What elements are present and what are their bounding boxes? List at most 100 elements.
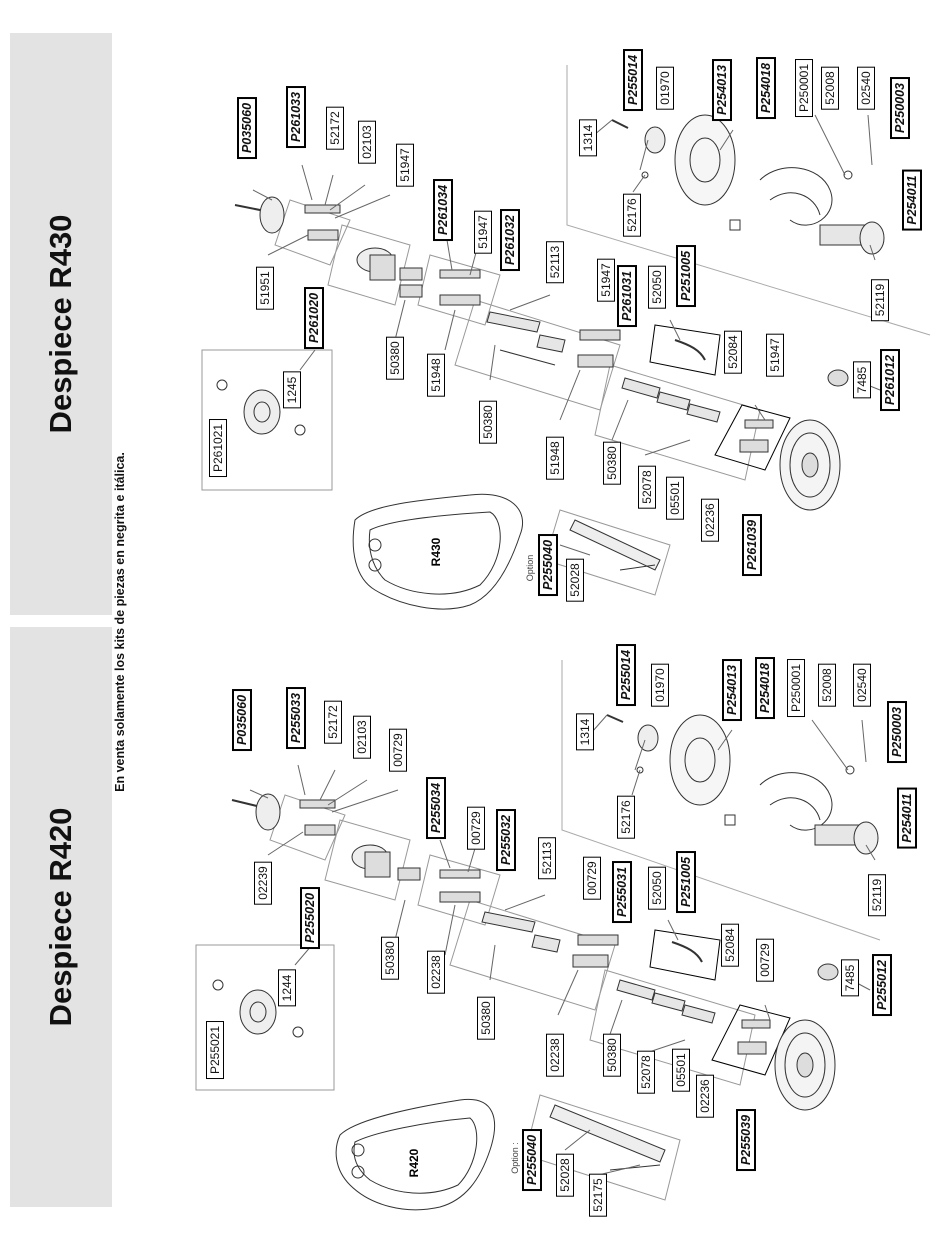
part-label: 02238 <box>427 950 445 994</box>
part-label: 52084 <box>724 330 742 374</box>
r420-hub <box>351 844 481 903</box>
part-label: 52084 <box>721 923 739 967</box>
part-label: 50380 <box>603 441 621 485</box>
part-label: 52176 <box>617 795 635 839</box>
part-label: P250003 <box>890 76 910 140</box>
part-label: P261032 <box>500 208 520 272</box>
part-label: 00729 <box>756 938 774 982</box>
r430-caster <box>827 369 849 387</box>
part-label: 51947 <box>474 210 492 254</box>
r420-reel-upper <box>606 714 879 855</box>
r420-drum <box>774 1019 836 1111</box>
part-label: 51948 <box>546 436 564 480</box>
part-label: P250003 <box>887 700 907 764</box>
part-label: P261012 <box>880 348 900 412</box>
r420-hub-box <box>324 819 411 901</box>
r430-assembly: R430 <box>201 65 931 610</box>
part-label: 1244 <box>278 969 296 1007</box>
part-label: P254018 <box>755 656 775 720</box>
r430-reel-upper <box>611 114 885 255</box>
r430-lower-tube-box <box>594 364 761 481</box>
r420-clip <box>671 941 703 963</box>
part-label: 52078 <box>637 1050 655 1094</box>
r420-clip-box <box>649 929 721 981</box>
part-label: P254011 <box>897 787 917 849</box>
part-label: 51947 <box>597 258 615 302</box>
r420-caster <box>817 963 839 981</box>
part-label: 52028 <box>566 558 584 602</box>
part-label: 1314 <box>576 713 594 751</box>
r430-small-wheel <box>216 379 306 436</box>
part-label: 02540 <box>857 66 875 110</box>
part-label: P255020 <box>300 886 320 950</box>
r420-axle-box <box>417 854 501 926</box>
part-label: 50380 <box>603 1033 621 1077</box>
part-label: P255014 <box>623 48 643 112</box>
r420-small-wheel <box>212 979 304 1038</box>
part-label: 52008 <box>818 663 836 707</box>
part-label: P255040 <box>522 1128 542 1192</box>
part-label: 52028 <box>556 1153 574 1197</box>
r430-hub-box <box>327 224 411 306</box>
plate-label-r430: R430 <box>429 537 443 566</box>
part-label: P255033 <box>286 686 306 750</box>
part-label: P251005 <box>676 244 696 308</box>
part-label: 52119 <box>871 278 889 322</box>
part-label: 02236 <box>701 498 719 542</box>
part-label: P261033 <box>286 85 306 149</box>
part-label: 52113 <box>538 836 556 880</box>
part-label: 52172 <box>324 700 342 744</box>
section-header-r430: Despiece R430 <box>10 33 112 615</box>
part-label: 52175 <box>589 1173 607 1217</box>
part-label: P250001 <box>795 58 813 118</box>
r420-reel-group-outline <box>561 660 881 941</box>
part-label: P251005 <box>676 850 696 914</box>
part-label: 50380 <box>381 936 399 980</box>
part-label: 52008 <box>821 66 839 110</box>
part-label: 52078 <box>638 465 656 509</box>
part-label: P255021 <box>206 1020 224 1080</box>
part-label: 02103 <box>358 120 376 164</box>
section-header-r420: Despiece R420 <box>10 627 112 1207</box>
part-label: 7485 <box>841 959 859 997</box>
r420-sleeve-box <box>711 1004 791 1076</box>
r430-hub <box>356 247 481 306</box>
part-label: 00729 <box>467 806 485 850</box>
r430-sleeve-box <box>714 404 791 471</box>
part-label: P261021 <box>209 418 227 478</box>
r430-drum <box>779 419 841 511</box>
part-label: P254013 <box>722 658 742 722</box>
r420-tubes <box>481 911 771 1055</box>
part-label: 02540 <box>853 663 871 707</box>
part-label: P035060 <box>237 96 257 160</box>
r420-lower-tube-box <box>589 969 756 1086</box>
part-label: 52113 <box>546 240 564 284</box>
part-label: P035060 <box>232 688 252 752</box>
part-label: 51947 <box>766 333 784 377</box>
part-label: 51947 <box>396 143 414 187</box>
part-label: P255012 <box>872 953 892 1017</box>
part-label: 01970 <box>656 66 674 110</box>
part-label: P255040 <box>538 533 558 597</box>
part-label: P255014 <box>616 643 636 707</box>
r420-wheel-detail-box <box>195 944 335 1091</box>
part-label: 7485 <box>853 361 871 399</box>
part-label: 00729 <box>389 728 407 772</box>
part-label: P255032 <box>496 808 516 872</box>
part-label: 51951 <box>256 266 274 310</box>
part-label: 02238 <box>546 1033 564 1077</box>
part-label: 50380 <box>477 996 495 1040</box>
r430-option-box <box>544 509 671 596</box>
part-label: 05501 <box>666 476 684 520</box>
part-label: P255034 <box>426 776 446 840</box>
part-label: 02236 <box>696 1074 714 1118</box>
r420-option-tube <box>549 1104 666 1171</box>
r430-tubes <box>486 311 774 453</box>
part-label: P255039 <box>736 1108 756 1172</box>
plate-label-r420: R420 <box>407 1148 421 1177</box>
part-label: P255031 <box>612 860 632 924</box>
part-label: P261020 <box>304 286 324 350</box>
part-label: 52050 <box>648 866 666 910</box>
r430-wheel-detail-box <box>201 349 333 491</box>
